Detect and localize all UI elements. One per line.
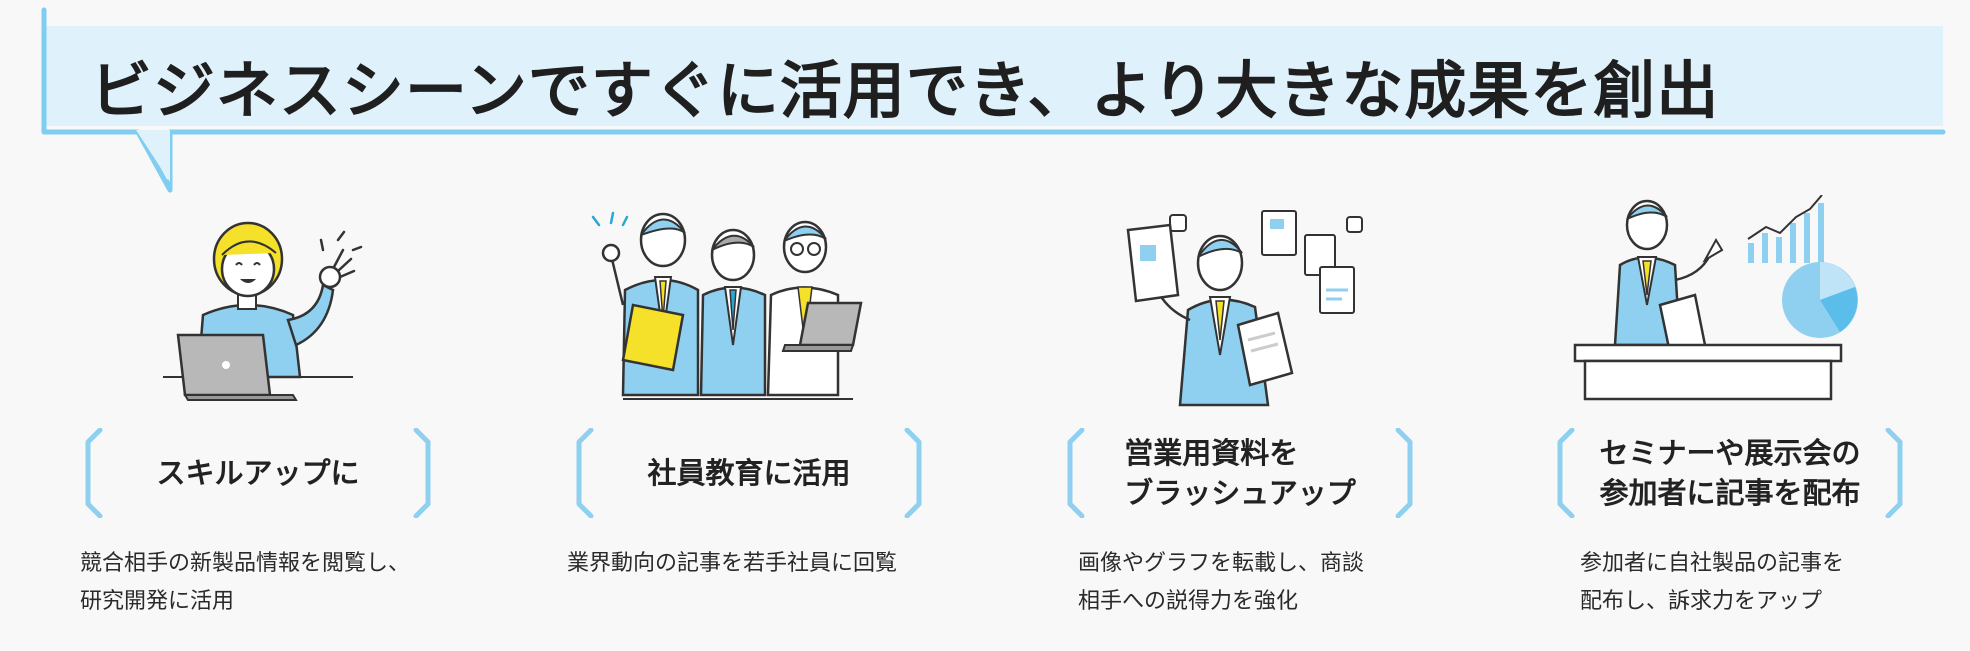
presenter-illustration (1573, 195, 1858, 401)
hero-banner: ビジネスシーンですぐに活用でき、より大きな成果を創出 (38, 7, 1946, 193)
card-label: スキルアップに (156, 456, 360, 490)
label-skill-up: スキルアップに (80, 428, 436, 518)
card-skill-up: スキルアップに 競合相手の新製品情報を閲覧し、 研究開発に活用 (38, 195, 478, 635)
three-employees-illustration (591, 211, 863, 400)
card-description: 業界動向の記事を若手社員に回覧 (567, 551, 898, 576)
card-label: セミナーや展示会の 参加者に記事を配布 (1599, 436, 1861, 510)
card-description: 参加者に自社製品の記事を 配布し、訴求力をアップ (1580, 551, 1845, 614)
man-with-documents-illustration (1126, 210, 1363, 407)
label-employee-training: 社員教育に活用 (571, 428, 927, 518)
page-title: ビジネスシーンですぐに活用でき、より大きな成果を創出 (90, 54, 1720, 127)
bracket-frame (85, 428, 431, 518)
label-seminar: セミナーや展示会の 参加者に記事を配布 (1552, 428, 1908, 518)
banner-background (46, 26, 1943, 126)
bracket-frame (576, 428, 922, 518)
card-seminar: セミナーや展示会の 参加者に記事を配布 参加者に自社製品の記事を 配布し、訴求力… (1510, 195, 1950, 635)
card-label: 営業用資料を ブラッシュアップ (1124, 436, 1356, 510)
card-description: 画像やグラフを転載し、商談 相手への説得力を強化 (1078, 551, 1365, 614)
card-description: 競合相手の新製品情報を閲覧し、 研究開発に活用 (80, 551, 411, 614)
card-sales-materials: 営業用資料を ブラッシュアップ 画像やグラフを転載し、商談 相手への説得力を強化 (1020, 195, 1460, 635)
bracket-frame (1557, 428, 1903, 518)
label-sales-materials: 営業用資料を ブラッシュアップ (1062, 428, 1418, 518)
speech-bubble-outline (41, 7, 1946, 193)
card-employee-training: 社員教育に活用 業界動向の記事を若手社員に回覧 (523, 195, 963, 635)
bracket-frame (1067, 428, 1413, 518)
woman-laptop-illustration (163, 221, 363, 401)
card-label: 社員教育に活用 (647, 456, 851, 490)
